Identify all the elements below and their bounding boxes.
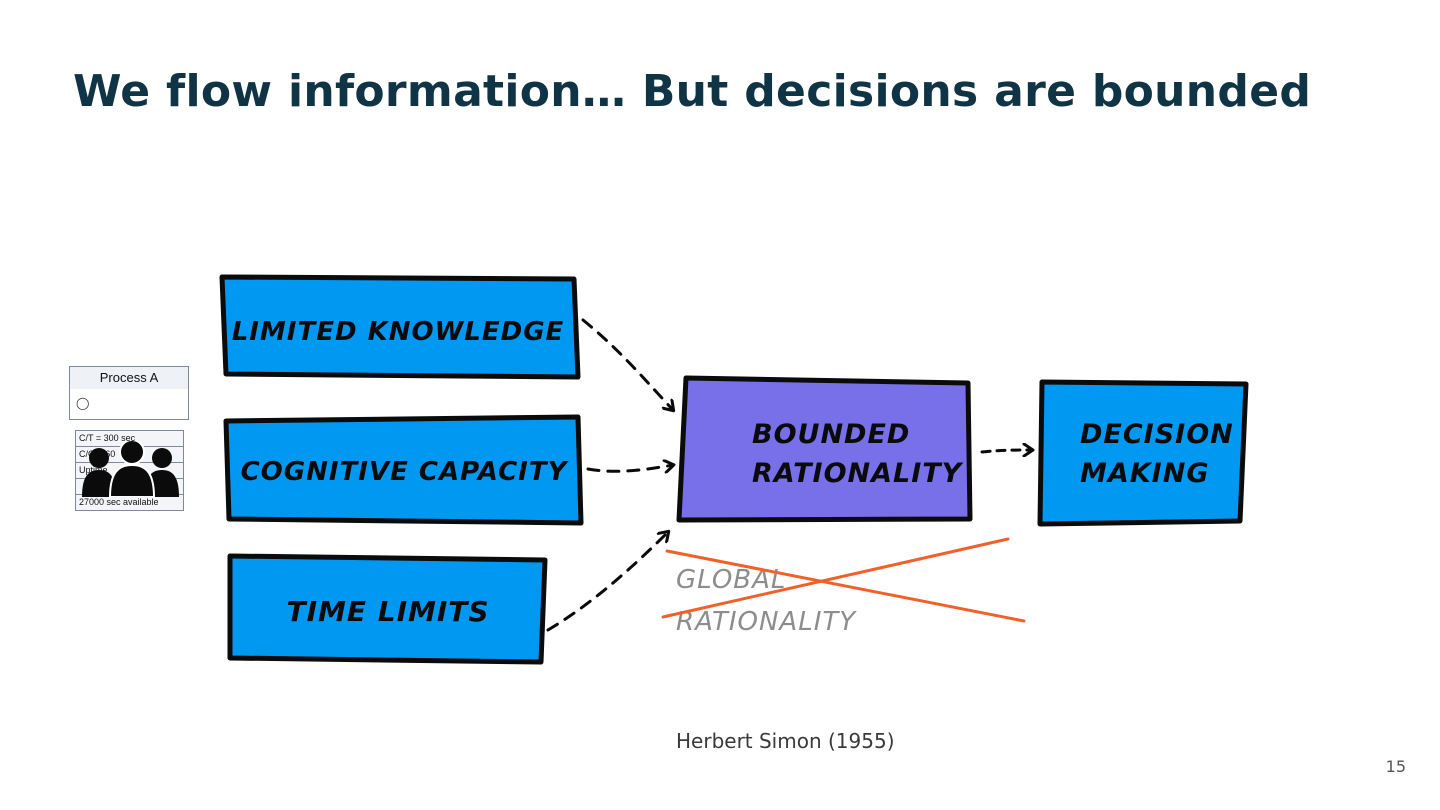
arrow-knowledge-to-bounded [581,318,673,410]
limited-knowledge-label: LIMITED KNOWLEDGE [232,317,565,347]
global-rationality-crossed: GLOBAL RATIONALITY [661,537,1026,637]
global-label: GLOBAL [676,565,786,595]
making-label: MAKING [1080,458,1210,489]
people-group-icon [82,441,179,497]
time-limits-box: TIME LIMITS [227,553,548,665]
process-body: ◯ [69,389,189,420]
cognitive-capacity-box: COGNITIVE CAPACITY [223,414,584,526]
operator-icon: ◯ [76,396,90,410]
bounded-label: BOUNDED [752,419,910,450]
strike-line-2 [661,537,1010,619]
limited-knowledge-box: LIMITED KNOWLEDGE [219,274,581,380]
decision-making-box: DECISION MAKING [1037,379,1249,527]
slide-title: We flow information… But decisions are b… [73,66,1312,117]
citation: Herbert Simon (1955) [676,729,895,753]
decision-label: DECISION [1080,419,1234,450]
arrow-cognitive-to-bounded [586,465,673,471]
rationality-crossed-label: RATIONALITY [676,607,857,637]
page-number: 15 [1385,757,1406,776]
process-card: Process A ◯ C/T = 300 sec C/O = 60 Uptim… [69,366,189,516]
bounded-rationality-box: BOUNDED RATIONALITY [676,375,973,523]
cognitive-capacity-label: COGNITIVE CAPACITY [241,457,570,487]
process-row: 27000 sec available [79,497,159,507]
process-title: Process A [69,366,189,390]
arrow-time-to-bounded [546,532,668,632]
strike-line-1 [665,549,1026,623]
time-limits-label: TIME LIMITS [286,595,489,628]
arrow-bounded-to-decision [980,450,1032,452]
rationality-label: RATIONALITY [752,458,964,489]
